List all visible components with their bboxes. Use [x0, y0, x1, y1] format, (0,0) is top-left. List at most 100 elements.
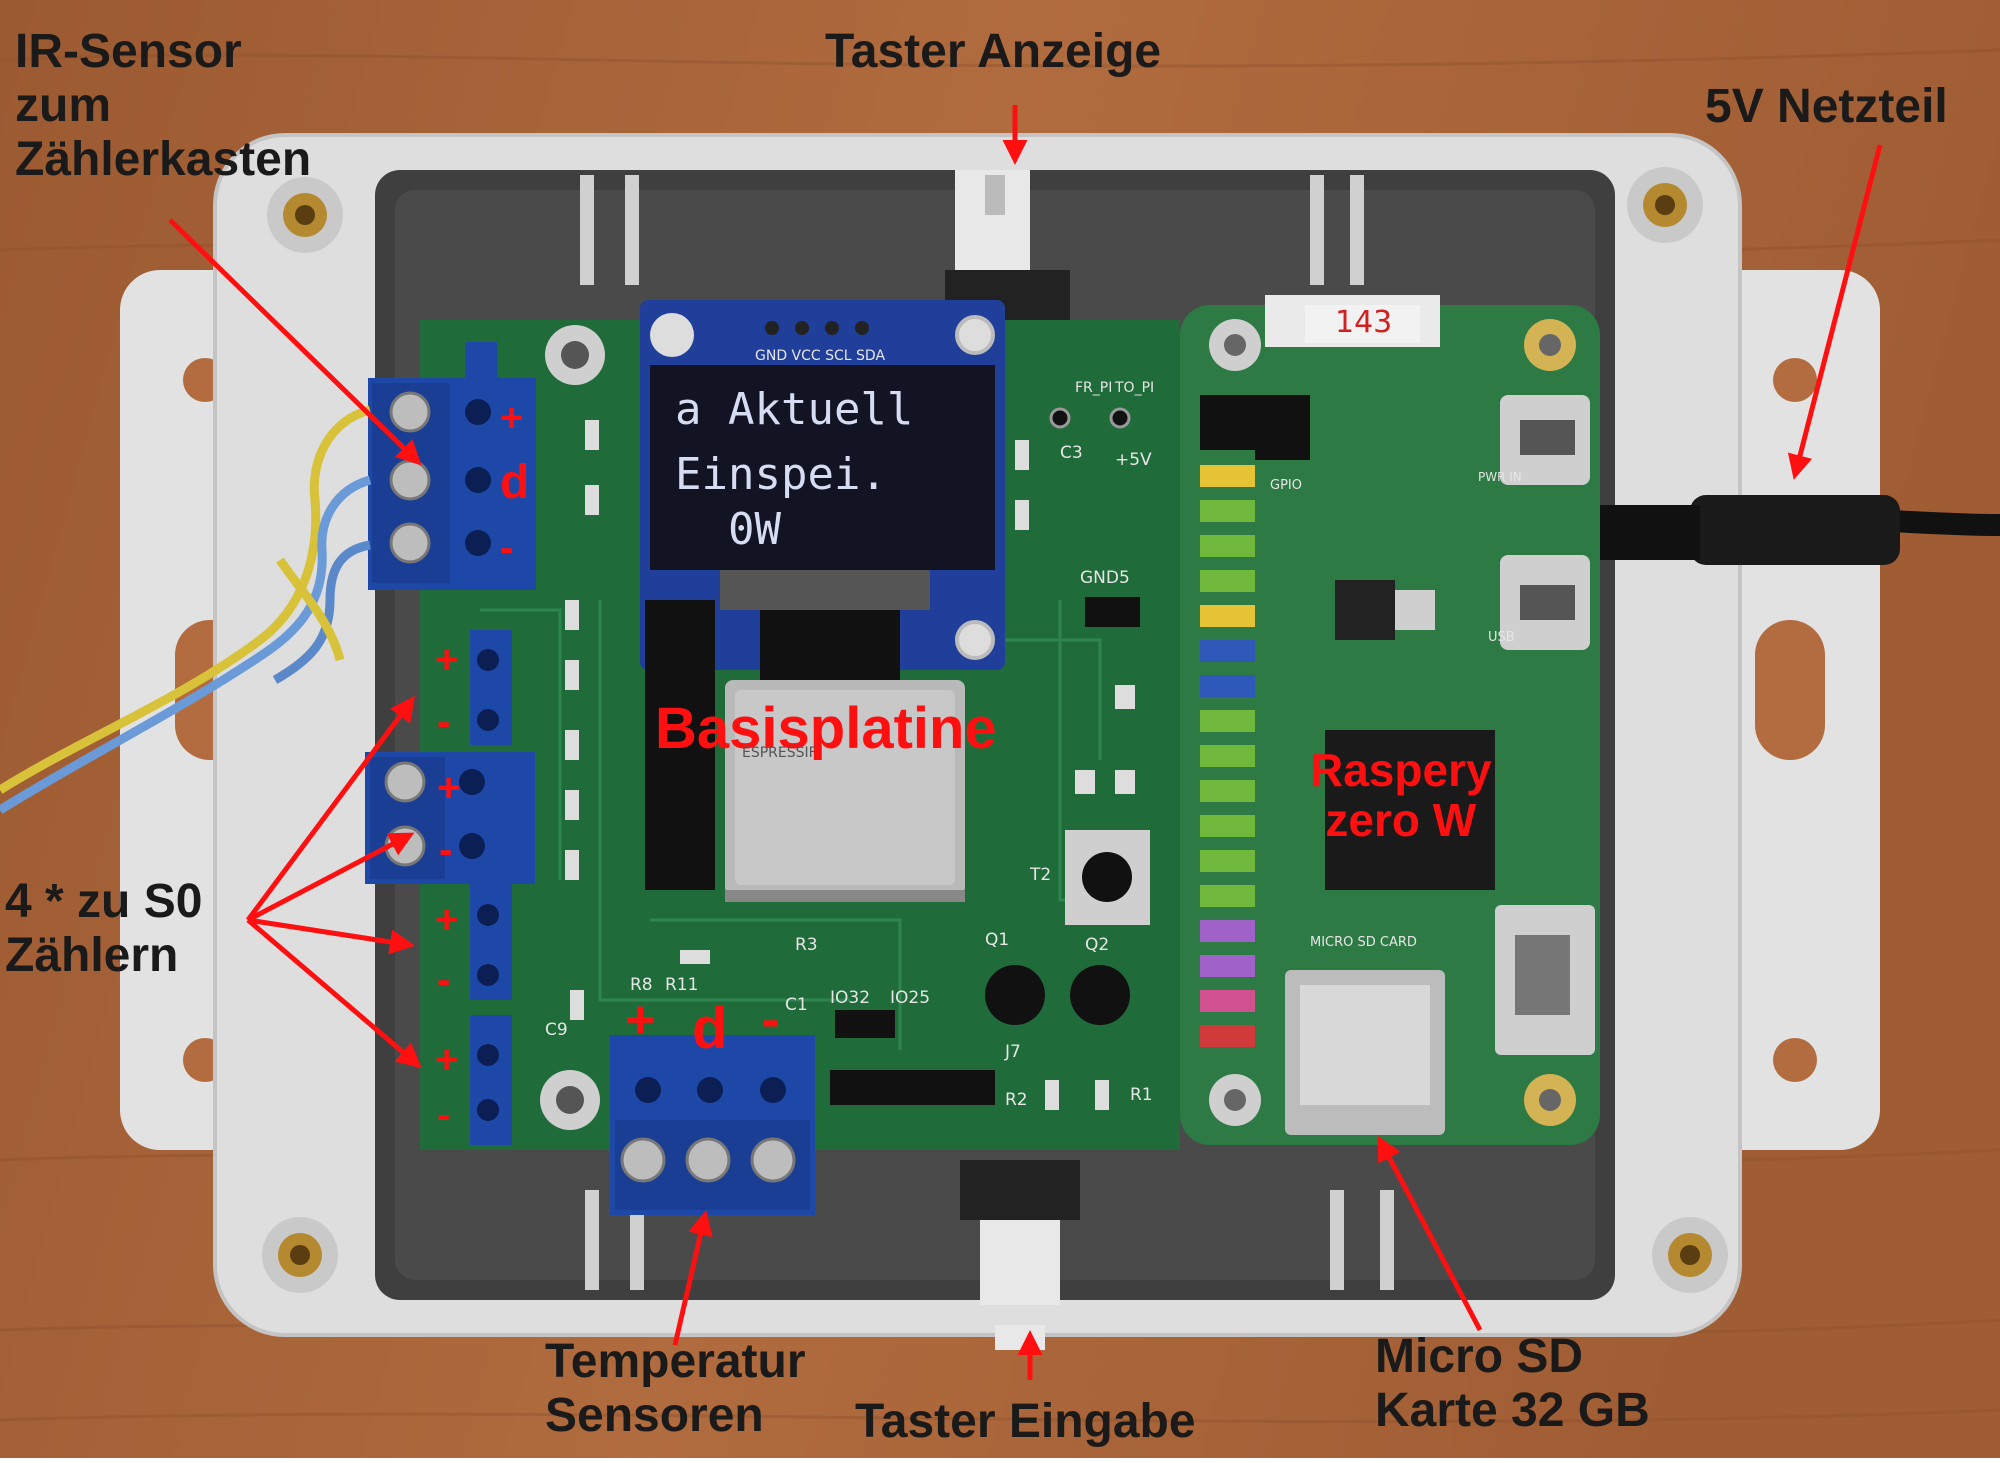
transistor-q1 — [985, 965, 1045, 1025]
flange-slot-right — [1755, 620, 1825, 760]
silk-c3: C3 — [1060, 443, 1083, 463]
polarity-plus: + — [435, 1038, 459, 1082]
label-taster-anzeige: Taster Anzeige — [825, 25, 1162, 78]
s0-headers — [470, 630, 512, 1145]
silk-gnd5: GND5 — [1080, 568, 1130, 588]
power-cable — [1569, 495, 2000, 565]
silk-t2: T2 — [1030, 865, 1052, 885]
flange-hole — [1773, 358, 1817, 402]
silk-c9: C9 — [545, 1020, 568, 1040]
label-micro-sd-line2: Karte 32 GB — [1375, 1384, 1650, 1437]
polarity-minus: - — [437, 958, 451, 1002]
arrow-ir-sensor — [168, 218, 422, 466]
silk-to-pi: TO_PI — [1115, 380, 1155, 396]
sticker-number: 143 — [1335, 305, 1393, 340]
enclosure-ribs — [580, 175, 1394, 1290]
jumper-gnd5 — [1085, 597, 1140, 627]
gpio-header-top — [1200, 395, 1310, 460]
label-micro-sd: Micro SD Karte 32 GB — [1375, 1330, 1650, 1438]
arrow-netzteil — [1787, 144, 1883, 480]
polarity-plus: + — [435, 638, 459, 682]
silk-j7: J7 — [1005, 1042, 1021, 1062]
oled-screen — [650, 365, 995, 570]
silk-fr-pi: FR_PI — [1075, 380, 1113, 396]
silk-oled-pins: GND VCC SCL SDA — [755, 348, 886, 364]
silk-plus5v: +5V — [1115, 450, 1152, 470]
test-pads — [1049, 407, 1131, 429]
polarity-minus: - — [762, 991, 780, 1049]
annotation-arrows — [168, 105, 1883, 1380]
brass-inserts — [262, 167, 1728, 1293]
top-button — [985, 175, 1005, 215]
label-raspberry-line2: zero W — [1325, 794, 1477, 846]
label-basisplatine: Basisplatine — [655, 696, 997, 761]
silk-r11: R11 — [665, 975, 699, 995]
label-s0-line2: Zählern — [5, 929, 179, 982]
polarity-plus: + — [500, 396, 524, 440]
polarity-plus: + — [625, 991, 656, 1049]
arrow-temperatur — [672, 1210, 713, 1346]
label-ir-sensor-line3: Zählerkasten — [15, 133, 312, 186]
polarity-minus: - — [437, 1093, 451, 1137]
label-ir-terminal-d: d — [500, 456, 530, 509]
silk-r3: R3 — [795, 935, 818, 955]
terminal-temperature-screws — [620, 1137, 796, 1183]
label-micro-sd-line1: Micro SD — [1375, 1330, 1584, 1383]
polarity-minus: - — [437, 700, 451, 744]
silk-r1: R1 — [1130, 1085, 1153, 1105]
label-temperatur-line2: Sensoren — [545, 1389, 764, 1442]
silk-r2: R2 — [1005, 1090, 1028, 1110]
bottom-button-base — [960, 1160, 1080, 1220]
polarity-plus: + — [437, 766, 461, 810]
silk-io25: IO25 — [890, 988, 931, 1008]
polarity-plus: + — [435, 898, 459, 942]
arrow-s0-1 — [245, 695, 415, 922]
bottom-button-housing — [980, 1210, 1060, 1305]
sticker — [1305, 305, 1420, 343]
label-temp-terminal-d: d — [692, 996, 728, 1061]
label-ir-sensor-line1: IR-Sensor — [15, 25, 242, 78]
connector-block — [645, 600, 715, 890]
label-netzteil: 5V Netzteil — [1705, 80, 1948, 133]
pi-wifi-chip — [1335, 580, 1395, 640]
pi-antenna — [1395, 590, 1435, 630]
esp-brand: ESPRESSIF — [742, 745, 817, 761]
silk-pwr-in: PWR IN — [1478, 470, 1522, 484]
header-j7 — [830, 1070, 995, 1105]
transistor-q2 — [1070, 965, 1130, 1025]
esp32-pads — [725, 890, 965, 902]
polarity-minus: - — [500, 526, 514, 570]
oled-line2: Einspei. — [675, 449, 887, 500]
bottom-button-cap — [995, 1325, 1045, 1350]
label-ir-sensor: IR-Sensor zum Zählerkasten — [15, 25, 311, 187]
silk-io32: IO32 — [830, 988, 871, 1008]
silk-q2: Q2 — [1085, 935, 1110, 955]
ir-sensor-cable — [0, 405, 372, 814]
silk-micro-sd-card: MICRO SD CARD — [1310, 935, 1417, 950]
oled-line1: a Aktuell — [675, 384, 914, 435]
jumper-io — [835, 1010, 895, 1038]
arrow-s0-4 — [246, 918, 422, 1069]
pi-soc — [1325, 730, 1495, 890]
silk-c1: C1 — [785, 995, 808, 1015]
arrow-micro-sd — [1377, 1135, 1483, 1332]
oled-line3: 0W — [675, 504, 781, 555]
oled-header-pins — [765, 321, 869, 335]
arrow-s0-2 — [246, 832, 415, 923]
arrow-s0-3 — [247, 917, 415, 955]
silk-r8: R8 — [630, 975, 653, 995]
label-ir-sensor-line2: zum — [15, 79, 111, 132]
silk-usb: USB — [1488, 630, 1515, 645]
label-s0-zaehler: 4 * zu S0 Zählern — [5, 875, 202, 983]
label-temperatur-line1: Temperatur — [545, 1335, 806, 1388]
label-taster-eingabe: Taster Eingabe — [855, 1395, 1196, 1448]
label-s0-line1: 4 * zu S0 — [5, 875, 203, 928]
label-raspberry: Raspery zero W — [1310, 745, 1492, 845]
silk-gpio: GPIO — [1270, 478, 1302, 493]
terminal-ir-header — [465, 342, 497, 382]
label-raspberry-line1: Raspery — [1310, 744, 1492, 796]
silk-q1: Q1 — [985, 930, 1010, 950]
smd-components — [565, 420, 1135, 1110]
